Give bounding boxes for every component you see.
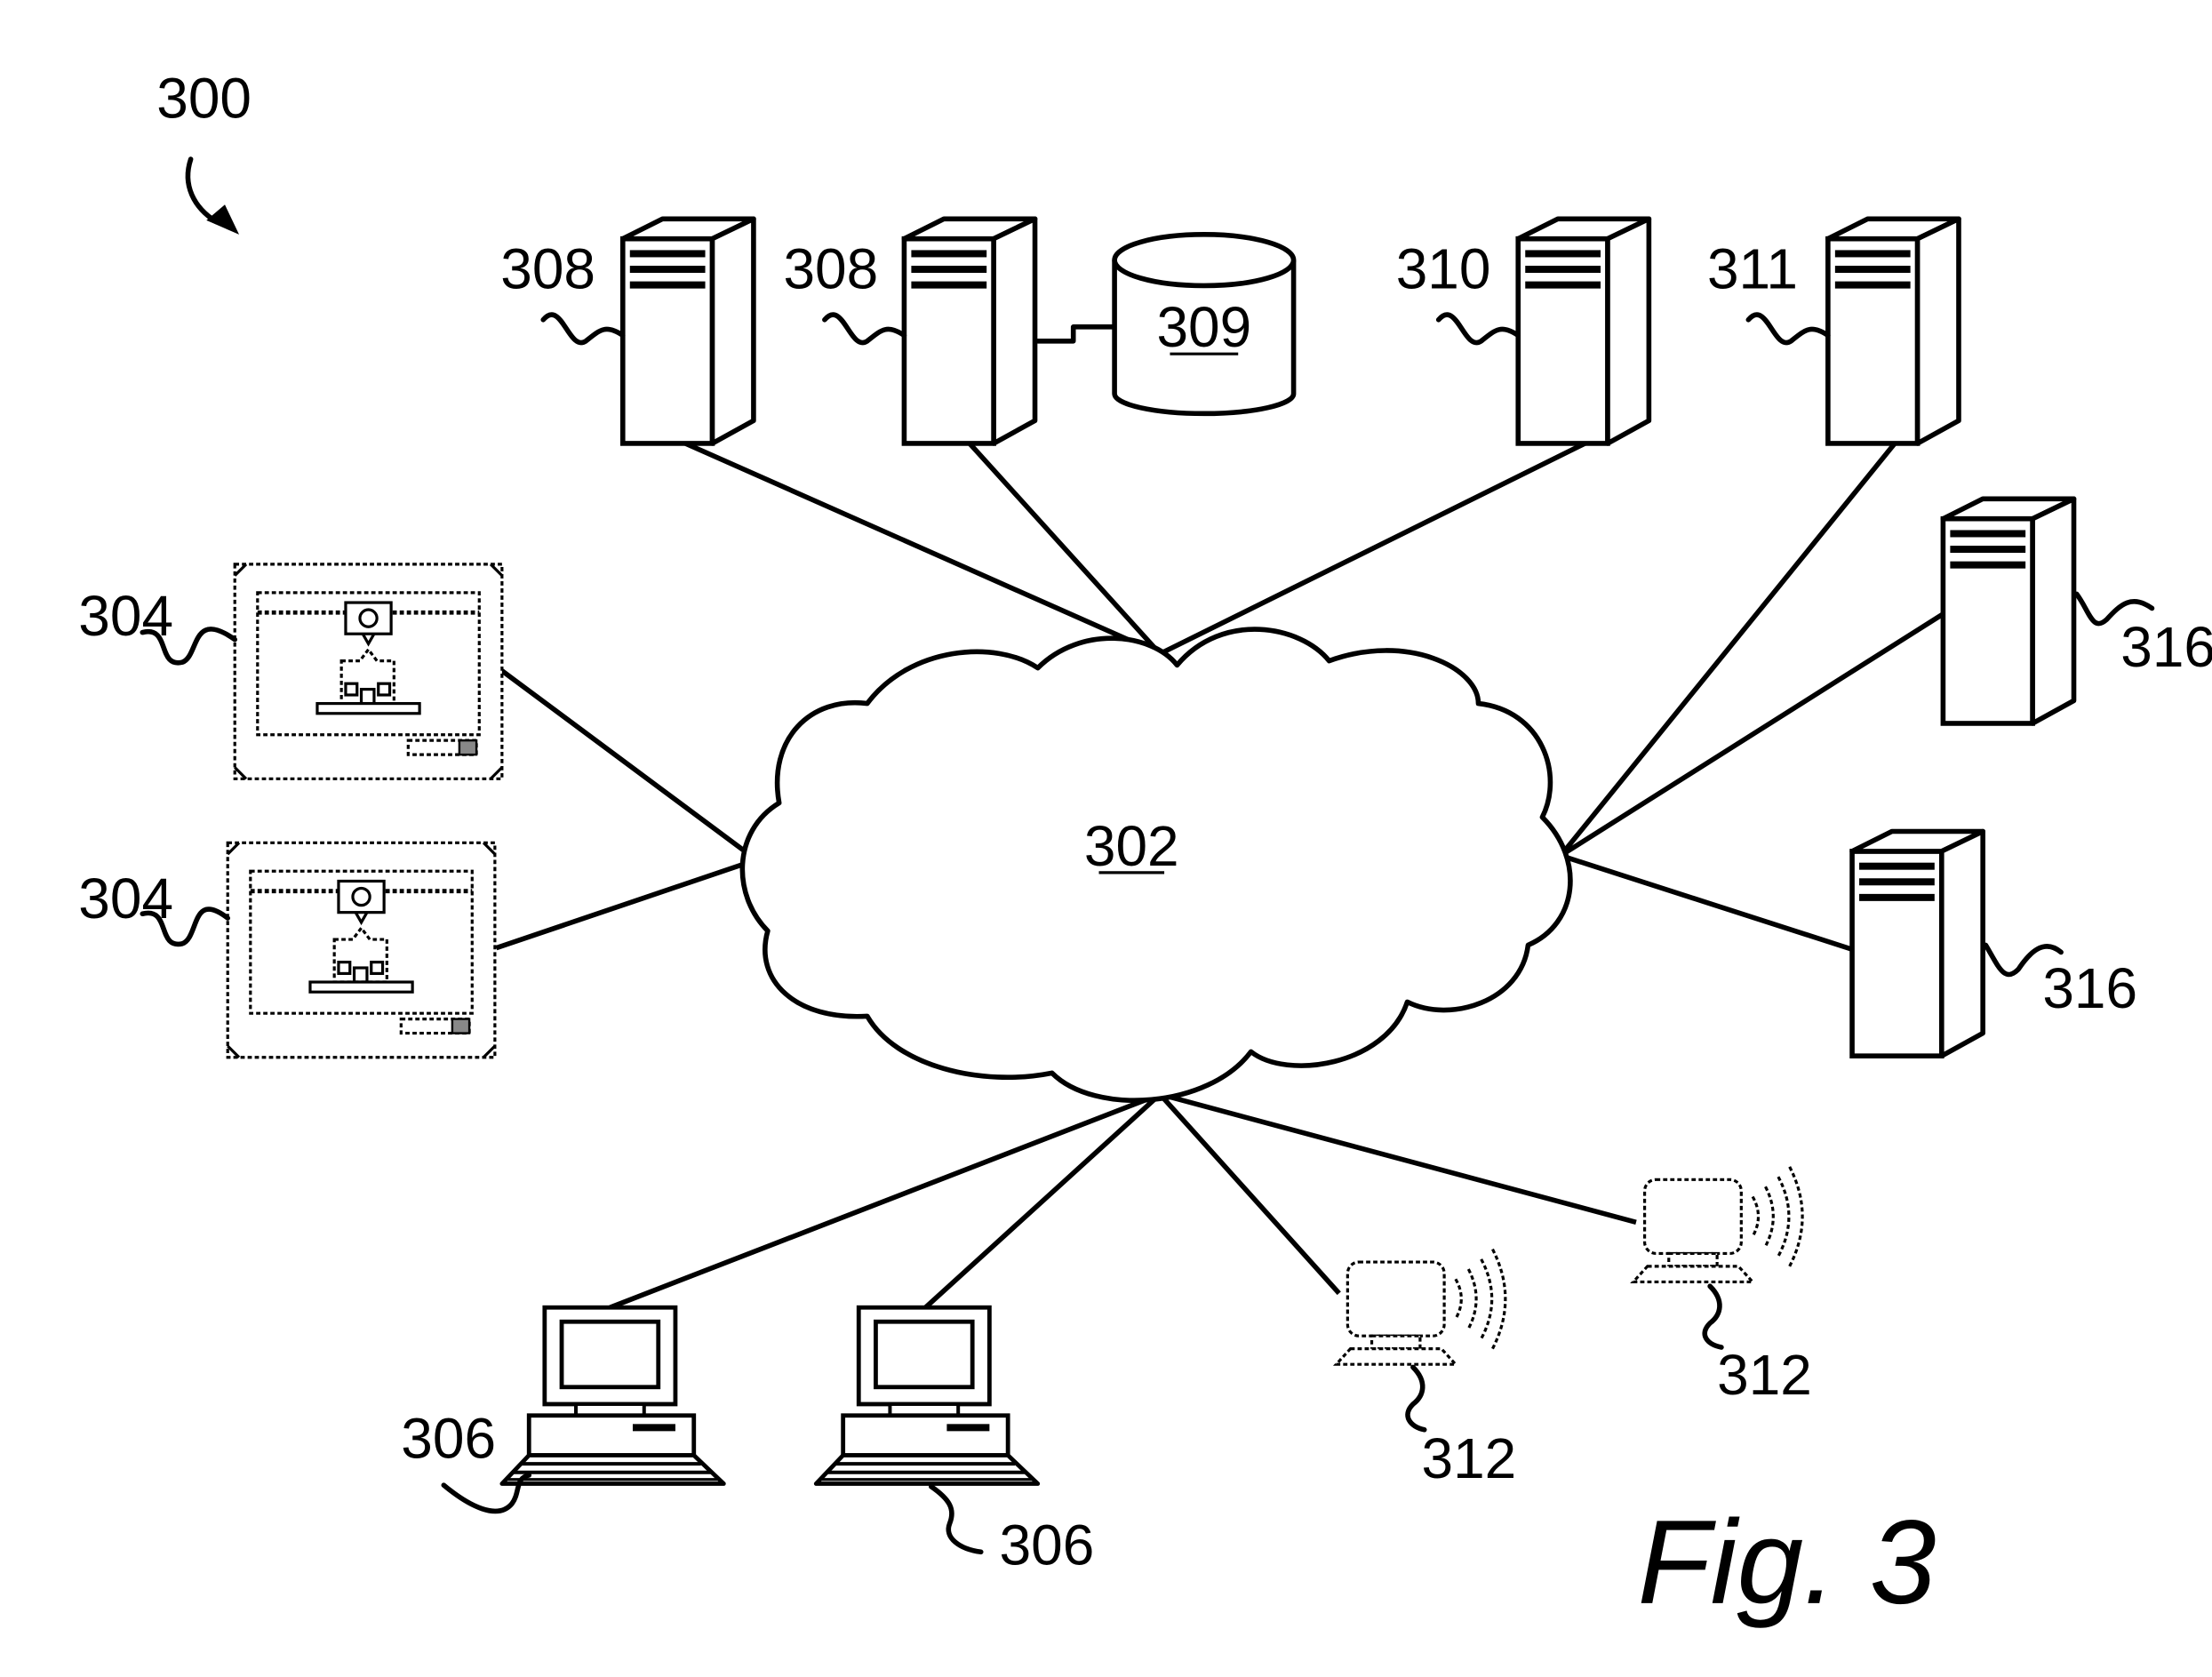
server-label: 316 — [2042, 956, 2137, 1020]
server-308-a: 308 — [500, 219, 754, 443]
server-311: 311 — [1707, 219, 1959, 443]
wireless-312-b: 312 — [1632, 1165, 1812, 1407]
server-316-b: 316 — [1852, 832, 2137, 1057]
desktop-label: 306 — [1000, 1513, 1095, 1577]
figure-caption: Fig. 3 — [1638, 1496, 1936, 1629]
arrowhead-icon — [206, 204, 240, 235]
server-316-a: 316 — [1943, 499, 2212, 723]
server-label: 311 — [1707, 237, 1798, 301]
desktop-306-a: 306 — [401, 1307, 723, 1514]
server-label: 316 — [2120, 615, 2212, 679]
server-label: 310 — [1396, 237, 1491, 301]
wireless-label: 312 — [1717, 1343, 1812, 1407]
network-label: 302 — [1084, 814, 1179, 878]
server-label: 308 — [783, 237, 878, 301]
printer-label: 304 — [78, 584, 173, 648]
server-310: 310 — [1396, 219, 1649, 443]
printer-304-b: 304 — [78, 842, 495, 1057]
network-cloud: 302 — [739, 627, 1573, 1103]
wireless-312-a: 312 — [1334, 1248, 1517, 1490]
printer-304-a: 304 — [78, 564, 502, 779]
desktop-306-b: 306 — [816, 1307, 1094, 1577]
database-309: 309 — [1034, 232, 1297, 417]
figure-ref-label: 300 — [156, 67, 252, 131]
desktop-label: 306 — [401, 1407, 496, 1471]
database-label: 309 — [1156, 295, 1251, 359]
wireless-label: 312 — [1422, 1426, 1517, 1490]
figure-ref-arrow — [185, 156, 220, 225]
server-308-b: 308 — [783, 219, 1034, 443]
server-label: 308 — [500, 237, 595, 301]
printer-label: 304 — [78, 866, 173, 930]
connection-lines — [495, 441, 1944, 1310]
